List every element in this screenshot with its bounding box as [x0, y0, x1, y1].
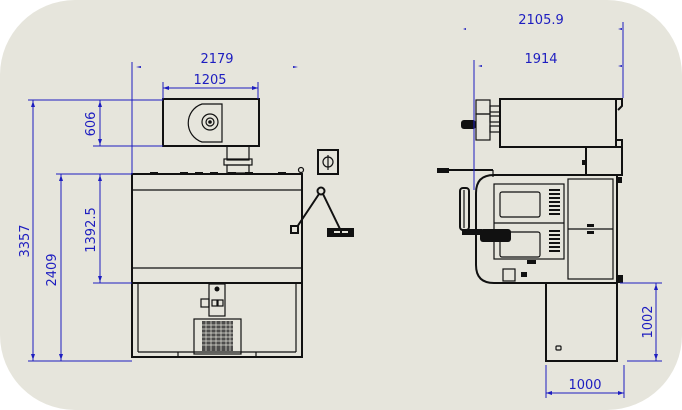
side-view — [437, 98, 623, 362]
robot-arm — [290, 186, 354, 237]
dim-upper-depth: 1914 — [524, 52, 557, 67]
front-view — [131, 98, 354, 358]
dim-body-height: 1392.5 — [84, 207, 99, 253]
dim-overall-width: 2179 — [200, 52, 233, 67]
base-cabinet — [545, 282, 618, 362]
side-view-dimensions: 2105.9 1914 1002 1000 — [463, 13, 662, 398]
dim-base-width: 1000 — [568, 378, 601, 393]
dim-body-top-height: 2409 — [45, 253, 60, 286]
dim-overall-height: 3357 — [18, 224, 33, 257]
lower-frame — [131, 282, 303, 358]
dim-fan-height: 606 — [84, 112, 99, 137]
front-view-dimensions: 2179 1205 606 1392.5 2409 3357 — [18, 52, 298, 362]
machine-body — [459, 174, 623, 284]
control-box — [317, 149, 339, 175]
dim-overall-depth: 2105.9 — [518, 13, 564, 28]
dim-base-height: 1002 — [641, 305, 656, 338]
dim-fan-width: 1205 — [193, 73, 226, 88]
upper-duct — [461, 98, 623, 176]
